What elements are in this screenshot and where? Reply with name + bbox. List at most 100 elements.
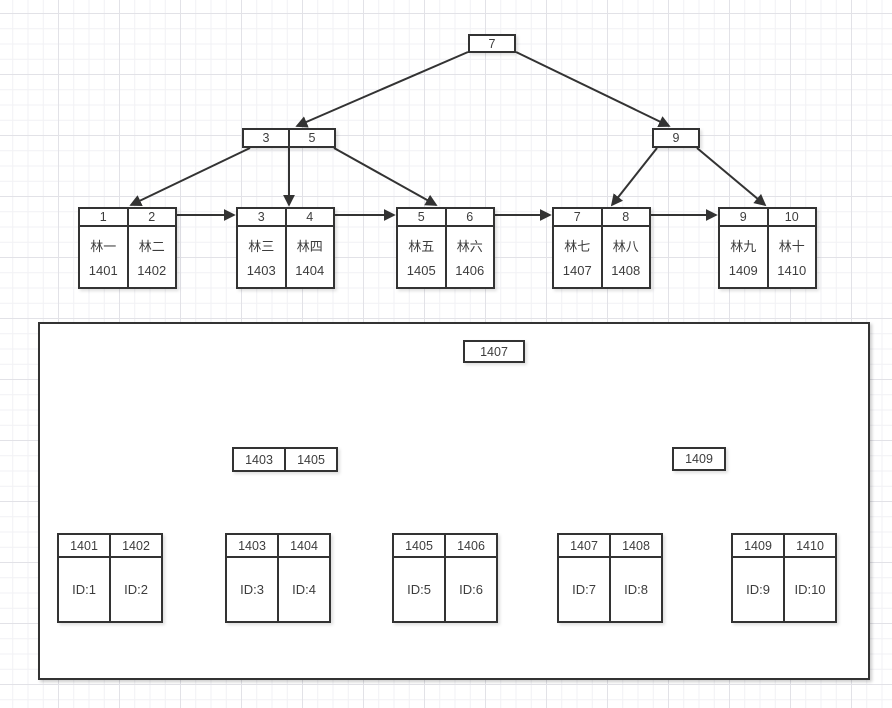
leaf-column: 1 林一 1401 xyxy=(80,209,127,287)
leaf-key: 6 xyxy=(446,209,493,227)
leaf-key: 4 xyxy=(286,209,333,227)
leaf-name: 林七 xyxy=(564,238,591,254)
leaf-key: 8 xyxy=(602,209,649,227)
leaf-column: 2 林二 1402 xyxy=(126,209,175,287)
leaf-key: 1406 xyxy=(446,535,496,558)
leaf-column: 5 林五 1405 xyxy=(398,209,445,287)
leaf-key: 1402 xyxy=(111,535,161,558)
leaf-value: 1407 xyxy=(562,263,592,279)
leaf-value: 1410 xyxy=(777,263,807,279)
key-cell: 3 xyxy=(262,131,270,145)
leaf-id: ID:5 xyxy=(407,582,431,597)
leaf-key: 1407 xyxy=(559,535,609,558)
leaf-value: 1403 xyxy=(246,263,276,279)
key-cell: 5 xyxy=(288,130,334,146)
leaf-key: 7 xyxy=(554,209,601,227)
leaf-name: 林三 xyxy=(248,238,275,254)
leaf-id: ID:2 xyxy=(124,582,148,597)
leaf-column: 10 林十 1410 xyxy=(766,209,815,287)
leaf-key: 1409 xyxy=(733,535,783,558)
leaf-name: 林四 xyxy=(296,238,323,254)
leaf-id: ID:10 xyxy=(794,582,826,597)
leaf-column: 3 林三 1403 xyxy=(238,209,285,287)
edge-internal-to-leaf4 xyxy=(610,147,658,207)
leaf-id: ID:4 xyxy=(292,582,316,597)
bottom-internal-left-node[interactable]: 1403 1405 xyxy=(232,447,338,472)
leaf-value: 1402 xyxy=(137,263,167,279)
leaf-id: ID:3 xyxy=(240,582,264,597)
leaf-column: 1408 ID:8 xyxy=(609,535,661,621)
leaf-id: ID:8 xyxy=(624,582,648,597)
leaf-column: 1403 ID:3 xyxy=(227,535,277,621)
key-cell: 7 xyxy=(488,36,496,51)
bottom-leaf-node-2[interactable]: 1403 ID:3 1404 ID:4 xyxy=(225,533,331,623)
leaf-value: 1401 xyxy=(88,263,118,279)
top-leaf-node-1[interactable]: 1 林一 1401 2 林二 1402 xyxy=(78,207,177,289)
key-cell: 1403 xyxy=(245,452,273,467)
leaf-key: 2 xyxy=(128,209,175,227)
edge-internal-to-leaf5 xyxy=(696,147,767,207)
leaf-column: 1409 ID:9 xyxy=(733,535,783,621)
bottom-tree-frame[interactable] xyxy=(38,322,870,680)
leaf-column: 1402 ID:2 xyxy=(109,535,161,621)
top-internal-left-node[interactable]: 3 5 xyxy=(242,128,336,148)
leaf-key: 10 xyxy=(768,209,815,227)
leaf-key: 1404 xyxy=(279,535,329,558)
leaf-id: ID:7 xyxy=(572,582,596,597)
leaf-key: 3 xyxy=(238,209,285,227)
leaf-value: 1406 xyxy=(455,263,485,279)
leaf-column: 7 林七 1407 xyxy=(554,209,601,287)
top-leaf-node-3[interactable]: 5 林五 1405 6 林六 1406 xyxy=(396,207,495,289)
top-leaf-node-5[interactable]: 9 林九 1409 10 林十 1410 xyxy=(718,207,817,289)
leaf-value: 1405 xyxy=(406,263,436,279)
leaf-column: 4 林四 1404 xyxy=(284,209,333,287)
key-cell: 9 xyxy=(672,131,680,145)
leaf-name: 林八 xyxy=(612,238,639,254)
bottom-internal-right-node[interactable]: 1409 xyxy=(672,447,726,471)
key-cell: 1405 xyxy=(284,449,336,470)
leaf-id: ID:9 xyxy=(746,582,770,597)
leaf-name: 林十 xyxy=(778,238,805,254)
leaf-value: 1409 xyxy=(728,263,758,279)
edge-root-to-left-internal xyxy=(295,51,469,128)
leaf-column: 9 林九 1409 xyxy=(720,209,767,287)
top-internal-right-node[interactable]: 9 xyxy=(652,128,700,148)
leaf-key: 1 xyxy=(80,209,127,227)
leaf-column: 1406 ID:6 xyxy=(444,535,496,621)
leaf-column: 1401 ID:1 xyxy=(59,535,109,621)
bottom-leaf-node-5[interactable]: 1409 ID:9 1410 ID:10 xyxy=(731,533,837,623)
leaf-name: 林二 xyxy=(138,238,165,254)
leaf-column: 1405 ID:5 xyxy=(394,535,444,621)
bottom-leaf-node-1[interactable]: 1401 ID:1 1402 ID:2 xyxy=(57,533,163,623)
leaf-column: 6 林六 1406 xyxy=(444,209,493,287)
bottom-leaf-node-4[interactable]: 1407 ID:7 1408 ID:8 xyxy=(557,533,663,623)
edge-internal-to-leaf3 xyxy=(333,147,438,206)
leaf-key: 1401 xyxy=(59,535,109,558)
leaf-name: 林九 xyxy=(730,238,757,254)
leaf-name: 林六 xyxy=(456,238,483,254)
leaf-column: 1407 ID:7 xyxy=(559,535,609,621)
leaf-name: 林一 xyxy=(90,238,117,254)
leaf-name: 林五 xyxy=(408,238,435,254)
leaf-key: 1408 xyxy=(611,535,661,558)
bottom-leaf-node-3[interactable]: 1405 ID:5 1406 ID:6 xyxy=(392,533,498,623)
leaf-key: 1403 xyxy=(227,535,277,558)
bottom-root-node[interactable]: 1407 xyxy=(463,340,525,363)
top-leaf-node-2[interactable]: 3 林三 1403 4 林四 1404 xyxy=(236,207,335,289)
edge-internal-to-leaf1 xyxy=(129,147,251,207)
leaf-key: 9 xyxy=(720,209,767,227)
leaf-value: 1404 xyxy=(295,263,325,279)
leaf-key: 5 xyxy=(398,209,445,227)
top-root-node[interactable]: 7 xyxy=(468,34,516,53)
leaf-key: 1405 xyxy=(394,535,444,558)
key-cell: 1409 xyxy=(685,452,713,466)
edge-root-to-right-internal xyxy=(515,51,671,127)
leaf-column: 1404 ID:4 xyxy=(277,535,329,621)
leaf-id: ID:1 xyxy=(72,582,96,597)
leaf-id: ID:6 xyxy=(459,582,483,597)
key-cell: 1407 xyxy=(480,344,508,359)
leaf-key: 1410 xyxy=(785,535,835,558)
